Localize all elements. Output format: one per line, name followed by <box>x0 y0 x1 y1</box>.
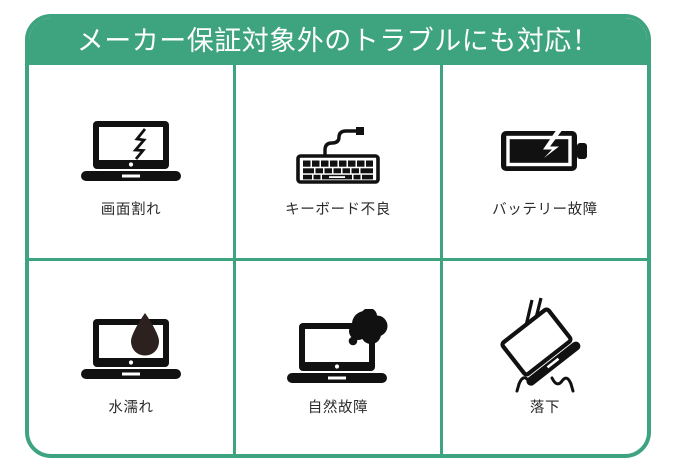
laptop-smoke-icon <box>283 299 393 395</box>
trouble-item-natural-failure[interactable]: 自然故障 <box>236 261 440 454</box>
trouble-item-cracked-screen[interactable]: 画面割れ <box>29 65 233 258</box>
keyboard-icon <box>292 105 384 197</box>
trouble-item-battery-failure[interactable]: バッテリー故障 <box>443 65 647 258</box>
card-header-title: メーカー保証対象外のトラブルにも対応！ <box>76 26 600 56</box>
cracked-laptop-screen-icon <box>79 105 183 197</box>
trouble-item-keyboard-failure[interactable]: キーボード不良 <box>236 65 440 258</box>
falling-laptop-icon <box>497 297 593 395</box>
trouble-item-water-damage[interactable]: 水濡れ <box>29 261 233 454</box>
battery-bolt-icon <box>495 105 595 197</box>
laptop-water-drop-icon <box>79 299 183 395</box>
trouble-item-label: 画面割れ <box>100 202 162 219</box>
card-header: メーカー保証対象外のトラブルにも対応！ <box>29 18 647 65</box>
trouble-type-grid: 画面割れ <box>29 65 647 454</box>
trouble-item-label: キーボード不良 <box>285 202 391 219</box>
trouble-coverage-card: メーカー保証対象外のトラブルにも対応！ <box>25 14 651 458</box>
trouble-item-label: 水濡れ <box>108 400 154 417</box>
trouble-item-drop-damage[interactable]: 落下 <box>443 261 647 454</box>
trouble-item-label: 自然故障 <box>307 400 369 417</box>
trouble-item-label: 落下 <box>529 400 561 417</box>
trouble-item-label: バッテリー故障 <box>492 202 598 219</box>
